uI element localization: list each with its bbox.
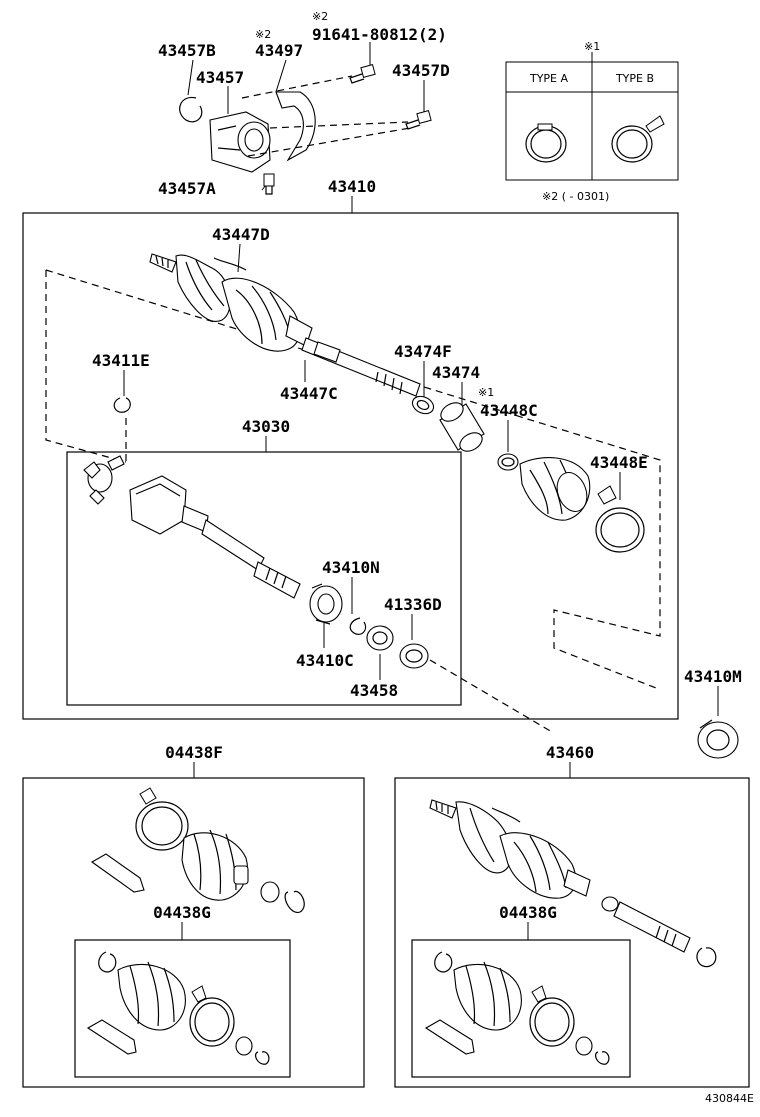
- label-41336D[interactable]: 41336D: [384, 595, 442, 614]
- inboard-boot: [519, 457, 591, 521]
- bolt-43457A: [263, 173, 275, 195]
- boot-kit-04438F: 04438F 04438G: [22, 743, 365, 1088]
- label-note1-boot: ※1: [478, 386, 494, 399]
- label-43448C[interactable]: 43448C: [480, 401, 538, 420]
- label-43457A[interactable]: 43457A: [158, 179, 216, 198]
- label-43410M[interactable]: 43410M: [684, 667, 742, 686]
- drive-shaft: [301, 337, 421, 397]
- clamp-type-b-icon: [611, 115, 665, 163]
- label-43410N[interactable]: 43410N: [322, 558, 380, 577]
- clamp-43474F: [411, 395, 435, 415]
- label-43410C[interactable]: 43410C: [296, 651, 354, 670]
- bolt-91641: [349, 64, 376, 84]
- kit-g-right-parts: [424, 951, 610, 1065]
- clamp-types-box: ※1 TYPE A TYPE B ※2 ( - 0301): [505, 40, 679, 203]
- figure-id: 430844E: [705, 1092, 754, 1105]
- drive-shaft-assembly-43410: 43410 43447D 43447C 43474F 43474 ※1 4344…: [22, 177, 679, 733]
- seal-41336D: [399, 643, 429, 669]
- label-04438G-right[interactable]: 04438G: [499, 903, 557, 922]
- clamp-footnote: ※2 ( - 0301): [542, 190, 609, 203]
- bearing-43410C: [309, 583, 343, 625]
- seal-43410M: 43410M: [684, 667, 742, 759]
- label-43448E[interactable]: 43448E: [590, 453, 648, 472]
- label-43460[interactable]: 43460: [546, 743, 594, 762]
- kit-g-left-parts: [86, 951, 270, 1065]
- kit-f-parts: [90, 787, 305, 913]
- label-note1-clamp: ※1: [584, 40, 600, 53]
- tripod-joint: [83, 455, 125, 505]
- label-43457D[interactable]: 43457D: [392, 61, 450, 80]
- clamp-43448C: [497, 453, 519, 471]
- label-43030[interactable]: 43030: [242, 417, 290, 436]
- clamp-type-b-label: TYPE B: [615, 72, 654, 85]
- label-04438F[interactable]: 04438F: [165, 743, 223, 762]
- kit-43460-parts: [429, 799, 717, 968]
- snap-ring-43410N: [349, 617, 367, 635]
- seal-43458: [366, 625, 394, 651]
- snap-ring-43411E: [113, 397, 131, 413]
- clamp-type-a-label: TYPE A: [529, 72, 569, 85]
- label-43447D[interactable]: 43447D: [212, 225, 270, 244]
- label-43457B[interactable]: 43457B: [158, 41, 216, 60]
- clamp-type-a-icon: [525, 123, 567, 163]
- outboard-joint-kit-43460: 43460 04438G: [394, 743, 750, 1088]
- label-note2-bolt: ※2: [312, 10, 328, 23]
- label-91641-80812[interactable]: 91641-80812(2): [312, 25, 447, 44]
- bracket-43497: [275, 91, 316, 162]
- outboard-cv-joint: [149, 253, 313, 352]
- label-43447C[interactable]: 43447C: [280, 384, 338, 403]
- clamp-43448E: [595, 485, 645, 553]
- inboard-housing-shaft: [129, 475, 301, 599]
- inboard-joint-assembly-43030: 43030 43410N 41336D 43410C 43458: [66, 417, 462, 706]
- label-note2-bracket: ※2: [255, 28, 271, 41]
- label-43411E[interactable]: 43411E: [92, 351, 150, 370]
- label-43497[interactable]: 43497: [255, 41, 303, 60]
- snap-ring-43457B: [179, 96, 203, 123]
- damper-43474: [439, 402, 485, 452]
- label-43457[interactable]: 43457: [196, 68, 244, 87]
- label-43410[interactable]: 43410: [328, 177, 376, 196]
- label-43458[interactable]: 43458: [350, 681, 398, 700]
- label-04438G-left[interactable]: 04438G: [153, 903, 211, 922]
- label-43474[interactable]: 43474: [432, 363, 480, 382]
- carrier-bearing-group: ※2 91641-80812(2) 43457B ※2 43497 43457 …: [158, 10, 450, 198]
- bearing-bracket-43457: [209, 111, 271, 173]
- label-43474F[interactable]: 43474F: [394, 342, 452, 361]
- bolt-43457D: [405, 110, 432, 130]
